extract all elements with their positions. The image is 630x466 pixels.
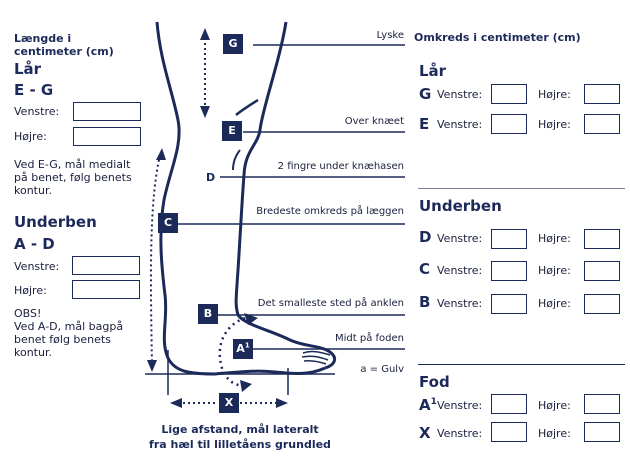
G-left-input[interactable] bbox=[491, 84, 527, 104]
row-X-right-label: Højre: bbox=[538, 427, 571, 440]
lower-leg-length-left-input[interactable] bbox=[72, 256, 140, 275]
label-midt-paa-foden: Midt på foden bbox=[335, 333, 404, 344]
label-lyske: Lyske bbox=[376, 30, 404, 41]
lower-leg-length-right-input[interactable] bbox=[72, 280, 140, 299]
row-X-left-label: Venstre: bbox=[437, 427, 483, 440]
marker-A1-letter: A bbox=[236, 342, 245, 355]
length-heading: Længde i centimeter (cm) bbox=[14, 32, 114, 58]
arrowhead-thigh-up bbox=[200, 28, 210, 40]
marker-B: B bbox=[198, 304, 218, 324]
row-B-left-label: Venstre: bbox=[437, 297, 483, 310]
thigh-length-left-input[interactable] bbox=[73, 102, 141, 121]
label-gulv: a = Gulv bbox=[360, 364, 404, 375]
D-right-input[interactable] bbox=[584, 229, 620, 249]
thigh-range: E - G bbox=[14, 81, 54, 99]
row-A1-left-label: Venstre: bbox=[437, 399, 483, 412]
section-title-underben: Underben bbox=[419, 197, 502, 215]
marker-A1: A1 bbox=[233, 339, 253, 359]
row-code-A1: A1 bbox=[419, 396, 437, 414]
row-code-A1-sup: 1 bbox=[430, 397, 437, 407]
arrowhead-lower-leg-down bbox=[147, 360, 157, 372]
row-code-D: D bbox=[419, 228, 432, 246]
thigh-title: Lår bbox=[14, 60, 42, 78]
row-code-G: G bbox=[419, 85, 432, 103]
lower-leg-range: A - D bbox=[14, 235, 55, 253]
row-A1-right-label: Højre: bbox=[538, 399, 571, 412]
thigh-length-right-input[interactable] bbox=[73, 127, 141, 146]
row-E-right-label: Højre: bbox=[538, 118, 571, 131]
thigh-right-label: Højre: bbox=[14, 130, 47, 143]
knee-arc-upper bbox=[235, 98, 259, 116]
row-code-B: B bbox=[419, 293, 431, 311]
circumference-heading: Omkreds i centimeter (cm) bbox=[414, 31, 581, 44]
arrowhead-ankle-bottom bbox=[240, 380, 252, 392]
marker-E: E bbox=[222, 121, 242, 141]
G-right-input[interactable] bbox=[584, 84, 620, 104]
row-D-left-label: Venstre: bbox=[437, 232, 483, 245]
A1-right-input[interactable] bbox=[584, 394, 620, 414]
toe-lines bbox=[301, 350, 331, 365]
lower-leg-left-label: Venstre: bbox=[14, 260, 60, 273]
row-code-A1-letter: A bbox=[419, 396, 431, 414]
row-code-E: E bbox=[419, 115, 430, 133]
E-right-input[interactable] bbox=[584, 114, 620, 134]
x-caption-line1: Lige afstand, mål lateralt bbox=[161, 423, 319, 436]
row-G-left-label: Venstre: bbox=[437, 88, 483, 101]
marker-A1-sup: 1 bbox=[244, 341, 250, 350]
row-C-right-label: Højre: bbox=[538, 264, 571, 277]
row-E-left-label: Venstre: bbox=[437, 118, 483, 131]
lower-leg-note: Ved A-D, mål bagpå benet følg benets kon… bbox=[14, 320, 124, 359]
section-title-laar: Lår bbox=[419, 62, 447, 80]
row-code-C: C bbox=[419, 260, 431, 278]
arrowhead-ankle-top bbox=[244, 313, 258, 325]
marker-X: X bbox=[219, 393, 239, 413]
lower-leg-title: Underben bbox=[14, 213, 97, 231]
D-left-input[interactable] bbox=[491, 229, 527, 249]
divider-1 bbox=[418, 188, 625, 189]
arrowhead-x-left bbox=[170, 398, 182, 408]
X-right-input[interactable] bbox=[584, 422, 620, 442]
thigh-note: Ved E-G, mål medialt på benet, følg bene… bbox=[14, 158, 132, 197]
arrowhead-thigh-down bbox=[200, 106, 210, 118]
C-right-input[interactable] bbox=[584, 261, 620, 281]
thigh-left-label: Venstre: bbox=[14, 105, 60, 118]
row-code-X: X bbox=[419, 424, 431, 442]
row-C-left-label: Venstre: bbox=[437, 264, 483, 277]
label-smalleste-sted: Det smalleste sted på anklen bbox=[257, 298, 404, 309]
label-over-knaeet: Over knæet bbox=[344, 116, 404, 127]
C-left-input[interactable] bbox=[491, 261, 527, 281]
E-left-input[interactable] bbox=[491, 114, 527, 134]
arrowhead-x-right bbox=[276, 398, 288, 408]
lower-leg-length-arrow bbox=[149, 154, 161, 366]
lower-leg-right-label: Højre: bbox=[14, 284, 47, 297]
section-title-fod: Fod bbox=[419, 373, 450, 391]
row-G-right-label: Højre: bbox=[538, 88, 571, 101]
B-left-input[interactable] bbox=[491, 294, 527, 314]
divider-2 bbox=[418, 364, 625, 365]
label-2-fingre: 2 fingre under knæhasen bbox=[277, 161, 404, 172]
leg-back-outline bbox=[155, 21, 326, 376]
marker-G: G bbox=[223, 34, 243, 54]
x-caption-line2: fra hæl til lilletåens grundled bbox=[149, 438, 331, 451]
knee-arc-lower bbox=[232, 149, 241, 171]
marker-D: D bbox=[206, 171, 216, 184]
row-B-right-label: Højre: bbox=[538, 297, 571, 310]
ankle-curve-arrow bbox=[218, 316, 247, 388]
X-left-input[interactable] bbox=[491, 422, 527, 442]
A1-left-input[interactable] bbox=[491, 394, 527, 414]
row-D-right-label: Højre: bbox=[538, 232, 571, 245]
marker-C: C bbox=[158, 213, 178, 233]
x-caption: Lige afstand, mål lateralt fra hæl til l… bbox=[140, 422, 340, 452]
arrowhead-lower-leg-up bbox=[156, 148, 166, 160]
lower-leg-note-title: OBS! bbox=[14, 307, 42, 320]
label-bredeste-omkreds: Bredeste omkreds på læggen bbox=[256, 206, 404, 217]
B-right-input[interactable] bbox=[584, 294, 620, 314]
